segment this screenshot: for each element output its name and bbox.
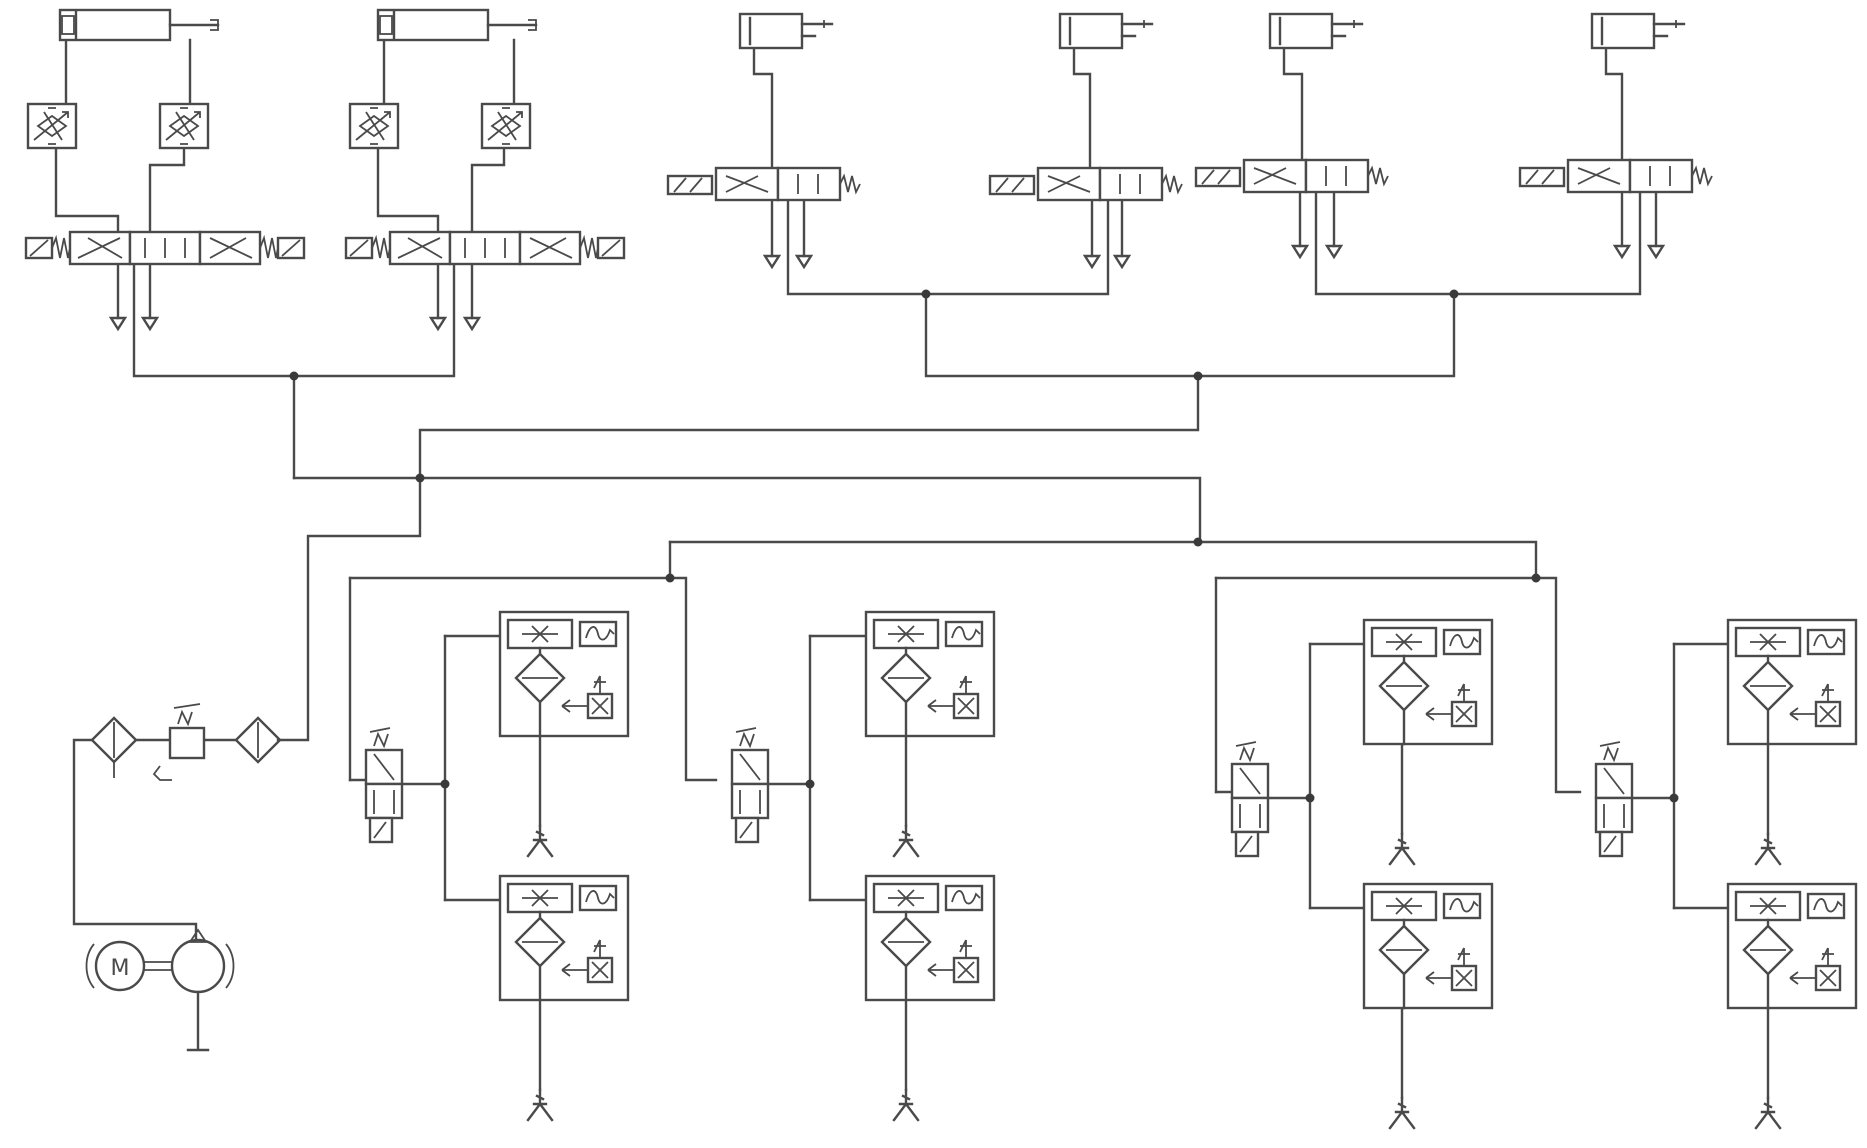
pipe (72, 738, 198, 942)
exhaust-port (1612, 244, 1632, 260)
single-acting-cylinder (1058, 12, 1154, 50)
vacuum-suction-cup (1388, 832, 1416, 866)
vacuum-ejector-unit (1726, 618, 1858, 746)
spring-return-valve (1194, 158, 1389, 194)
vacuum-suction-cup (526, 1088, 554, 1122)
pipe (1534, 576, 1582, 794)
motor-label: M (111, 956, 130, 981)
exhaust-port (1082, 254, 1102, 270)
pipe (54, 146, 120, 234)
pipe (668, 540, 1538, 580)
pipe (752, 46, 774, 170)
junction-dot (1531, 573, 1541, 583)
vacuum-ejector-unit (1362, 618, 1494, 746)
vacuum-suction-cup (1388, 1096, 1416, 1130)
exhaust-port (428, 316, 448, 332)
pipe (1314, 190, 1642, 296)
exhaust-port (1290, 244, 1310, 260)
junction-dot (805, 779, 815, 789)
single-acting-cylinder (738, 12, 834, 50)
vacuum-suction-cup (892, 1088, 920, 1122)
solenoid-directional-valve (730, 727, 770, 844)
vacuum-ejector-unit (864, 610, 996, 738)
pipe (292, 476, 1202, 544)
pressure-regulator (152, 703, 206, 781)
compressor-pump (170, 928, 235, 1052)
double-acting-cylinder (58, 8, 220, 42)
double-solenoid-5-3-valve (344, 230, 626, 266)
air-filter (234, 716, 282, 764)
exhaust-port (140, 316, 160, 332)
exhaust-port (1112, 254, 1132, 270)
pipe (470, 146, 506, 234)
solenoid-directional-valve (1230, 741, 1270, 858)
vacuum-ejector-unit (1362, 882, 1494, 1010)
vacuum-suction-cup (1754, 832, 1782, 866)
pipe (1072, 46, 1092, 170)
pipe-junctions (289, 289, 1679, 803)
junction-dot (1669, 793, 1679, 803)
junction-dot (289, 371, 299, 381)
single-acting-cylinder (1268, 12, 1364, 50)
junction-dot (440, 779, 450, 789)
pipe (1604, 46, 1624, 162)
solenoid-directional-valve (364, 727, 404, 844)
junction-dot (1193, 537, 1203, 547)
vacuum-ejector-unit (864, 874, 996, 1002)
air-filter (90, 716, 138, 778)
vacuum-suction-cup (1754, 1096, 1782, 1130)
vacuum-ejector-unit (498, 610, 630, 738)
vacuum-ejector-unit (1726, 882, 1858, 1010)
double-solenoid-5-3-valve (24, 230, 306, 266)
spring-return-valve (988, 166, 1183, 202)
vacuum-ejector-unit (498, 874, 630, 1002)
flow-control-valve (26, 102, 78, 150)
solenoid-directional-valve (1594, 741, 1634, 858)
double-acting-cylinder (376, 8, 538, 42)
pneumatic-components (24, 8, 1858, 1130)
spring-return-valve (1518, 158, 1713, 194)
junction-dot (921, 289, 931, 299)
exhaust-port (1646, 244, 1666, 260)
pipe (924, 292, 1456, 378)
spring-return-valve (666, 166, 861, 202)
pipe (376, 146, 440, 234)
flow-control-valve (480, 102, 532, 150)
flow-control-valve (348, 102, 400, 150)
junction-dot (1449, 289, 1459, 299)
single-acting-cylinder (1590, 12, 1686, 50)
pipe (276, 374, 1200, 742)
vacuum-suction-cup (526, 824, 554, 858)
pipe (668, 576, 718, 782)
junction-dot (1193, 371, 1203, 381)
junction-dot (415, 473, 425, 483)
exhaust-port (762, 254, 782, 270)
junction-dot (1305, 793, 1315, 803)
pipe (148, 146, 186, 234)
exhaust-port (108, 316, 128, 332)
electric-motor (85, 940, 174, 992)
flow-control-valve (158, 102, 210, 150)
exhaust-port (1324, 244, 1344, 260)
exhaust-port (462, 316, 482, 332)
pipe (1282, 46, 1304, 162)
vacuum-suction-cup (892, 824, 920, 858)
exhaust-port (794, 254, 814, 270)
pipe (786, 198, 1110, 296)
junction-dot (665, 573, 675, 583)
pipe (132, 262, 456, 378)
